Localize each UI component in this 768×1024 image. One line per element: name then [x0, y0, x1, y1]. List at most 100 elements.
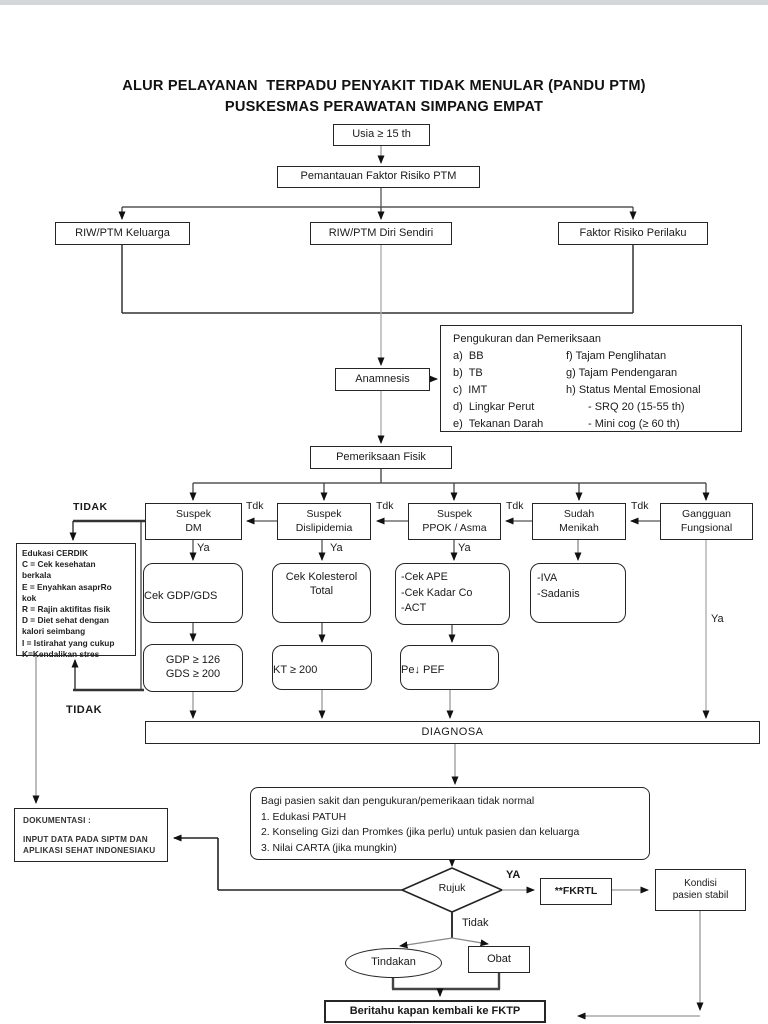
node-hasil-gdp-line2: GDS ≥ 200: [165, 668, 221, 680]
label-tidak-rujuk: Tidak: [462, 917, 489, 929]
pengukuran-item: h) Status Mental Emosional: [566, 384, 701, 396]
node-pengukuran-pemeriksaan: Pengukuran dan Pemeriksaan a) BB f) Taja…: [440, 325, 742, 432]
cek-ape-line: -ACT: [401, 602, 427, 615]
node-tindakan: Tindakan: [345, 948, 442, 978]
label-tdk-1: Tdk: [246, 500, 264, 512]
pengukuran-item: a) BB: [453, 350, 484, 362]
node-diagnosa-label: DIAGNOSA: [421, 725, 484, 738]
node-sudah-menikah: Sudah Menikah: [532, 503, 626, 540]
node-suspek-ppok-asma: Suspek PPOK / Asma: [408, 503, 501, 540]
page-title: ALUR PELAYANAN TERPADU PENYAKIT TIDAK ME…: [122, 78, 646, 94]
edukasi-line: D = Diet sehat dengan: [22, 615, 109, 626]
node-riw-keluarga-label: RIW/PTM Keluarga: [75, 226, 170, 239]
node-hasil-gdp-line1: GDP ≥ 126: [165, 654, 221, 667]
pengukuran-row: d) Lingkar Perut - SRQ 20 (15-55 th): [453, 399, 685, 416]
node-suspek-ppok-line1: Suspek: [436, 508, 473, 521]
node-hasil-gdp: GDP ≥ 126 GDS ≥ 200: [143, 644, 243, 692]
node-riw-diri: RIW/PTM Diri Sendiri: [310, 222, 452, 245]
edukasi-line: I = Istirahat yang cukup: [22, 637, 115, 648]
edukasi-line: kok: [22, 592, 37, 603]
pengukuran-item: g) Tajam Pendengaran: [566, 367, 678, 379]
pengukuran-row: b) TB g) Tajam Pendengaran: [453, 365, 677, 382]
node-riw-keluarga: RIW/PTM Keluarga: [55, 222, 190, 245]
node-fkrtl: **FKRTL: [540, 878, 612, 905]
pengukuran-item: c) IMT: [453, 384, 488, 396]
page-subtitle: PUSKESMAS PERAWATAN SIMPANG EMPAT: [224, 99, 544, 115]
edukasi-line: berkala: [22, 570, 52, 581]
edukasi-line: C = Cek kesehatan: [22, 559, 96, 570]
pengukuran-row: c) IMT h) Status Mental Emosional: [453, 382, 701, 399]
node-bagi-pasien: Bagi pasien sakit dan pengukuran/pemerik…: [250, 787, 650, 860]
node-suspek-ppok-line2: PPOK / Asma: [422, 521, 487, 534]
pengukuran-item: - SRQ 20 (15-55 th): [588, 401, 685, 413]
pengukuran-title: Pengukuran dan Pemeriksaan: [453, 333, 601, 345]
dokumentasi-line: INPUT DATA PADA SIPTM DAN: [23, 834, 148, 844]
pengukuran-item: f) Tajam Penglihatan: [566, 350, 667, 362]
bagi-line: 2. Konseling Gizi dan Promkes (jika perl…: [261, 827, 580, 839]
pengukuran-item: d) Lingkar Perut: [453, 401, 535, 413]
label-tidak-bottom: TIDAK: [66, 704, 103, 716]
node-beritahu-fktp: Beritahu kapan kembali ke FKTP: [324, 1000, 546, 1023]
node-iva-sadanis: -IVA -Sadanis: [530, 563, 626, 623]
dokumentasi-line: DOKUMENTASI :: [23, 816, 91, 825]
node-hasil-kt-label: KT ≥ 200: [273, 663, 318, 676]
node-diagnosa: DIAGNOSA: [145, 721, 760, 744]
node-rujuk-label: Rujuk: [438, 882, 466, 894]
node-usia: Usia ≥ 15 th: [333, 124, 430, 146]
node-cek-kolesterol: Cek Kolesterol Total: [272, 563, 371, 623]
edukasi-line: K=Kendalikan stres: [22, 648, 100, 659]
label-ya-dislipidemia: Ya: [330, 542, 343, 554]
label-tidak-top: TIDAK: [73, 501, 108, 513]
edukasi-line: kalori seimbang: [22, 626, 86, 637]
label-tdk-3: Tdk: [506, 500, 524, 512]
node-suspek-dm-line1: Suspek: [175, 508, 212, 521]
node-gangguan-fungsional: Gangguan Fungsional: [660, 503, 753, 540]
node-cek-gdp-label: Cek GDP/GDS: [144, 589, 218, 602]
bagi-line: Bagi pasien sakit dan pengukuran/pemerik…: [261, 796, 535, 807]
edukasi-line: Edukasi CERDIK: [22, 548, 88, 558]
node-dokumentasi: DOKUMENTASI : INPUT DATA PADA SIPTM DAN …: [14, 808, 168, 862]
node-suspek-dm: Suspek DM: [145, 503, 242, 540]
edukasi-line: E = Enyahkan asaprRo: [22, 581, 112, 592]
node-kondisi-line2: pasien stabil: [672, 890, 729, 901]
node-pemeriksaan-fisik: Pemeriksaan Fisik: [310, 446, 452, 469]
node-cek-kolesterol-line1: Cek Kolesterol: [285, 571, 358, 583]
page-edge: [0, 0, 768, 5]
label-tdk-2: Tdk: [376, 500, 394, 512]
dokumentasi-line: APLIKASI SEHAT INDONESIAKU: [23, 846, 156, 855]
node-gangguan-line2: Fungsional: [680, 521, 733, 534]
node-suspek-dm-line2: DM: [185, 521, 202, 534]
node-pemantauan: Pemantauan Faktor Risiko PTM: [277, 166, 480, 188]
node-pemantauan-label: Pemantauan Faktor Risiko PTM: [300, 170, 457, 183]
cek-ape-line: -Cek APE: [401, 571, 448, 583]
node-kondisi-line1: Kondisi: [684, 877, 717, 889]
pengukuran-item: b) TB: [453, 367, 483, 379]
pengukuran-row: a) BB f) Tajam Penglihatan: [453, 348, 666, 365]
node-suspek-dislipidemia-line1: Suspek: [306, 508, 342, 521]
label-tdk-4: Tdk: [631, 500, 649, 512]
node-cek-gdp-gds: Cek GDP/GDS: [143, 563, 243, 623]
bagi-line: 1. Edukasi PATUH: [261, 811, 347, 823]
node-faktor-perilaku: Faktor Risiko Perilaku: [558, 222, 708, 245]
edukasi-line: R = Rajin aktifitas fisik: [22, 604, 111, 615]
node-hasil-pef: Pe↓ PEF: [400, 645, 499, 690]
iva-line: -IVA: [537, 572, 558, 584]
node-hasil-kt: KT ≥ 200: [272, 645, 372, 690]
node-cek-ape: -Cek APE -Cek Kadar Co -ACT: [395, 563, 510, 625]
node-fkrtl-label: **FKRTL: [554, 884, 598, 897]
node-obat: Obat: [468, 946, 530, 973]
pengukuran-item: - Mini cog (≥ 60 th): [588, 418, 680, 430]
node-sudah-menikah-line2: Menikah: [559, 521, 599, 534]
label-ya-dm: Ya: [197, 542, 210, 554]
iva-line: -Sadanis: [537, 587, 580, 600]
node-beritahu-label: Beritahu kapan kembali ke FKTP: [349, 1004, 521, 1017]
node-pemeriksaan-fisik-label: Pemeriksaan Fisik: [336, 450, 426, 463]
node-hasil-pef-label: Pe↓ PEF: [401, 663, 445, 676]
node-riw-diri-label: RIW/PTM Diri Sendiri: [328, 226, 434, 239]
node-gangguan-line1: Gangguan: [681, 508, 732, 521]
label-ya-rujuk: YA: [506, 869, 521, 881]
pengukuran-row: e) Tekanan Darah - Mini cog (≥ 60 th): [453, 416, 680, 431]
node-faktor-perilaku-label: Faktor Risiko Perilaku: [579, 226, 687, 239]
node-edukasi-cerdik: Edukasi CERDIK C = Cek kesehatan berkala…: [16, 543, 136, 659]
